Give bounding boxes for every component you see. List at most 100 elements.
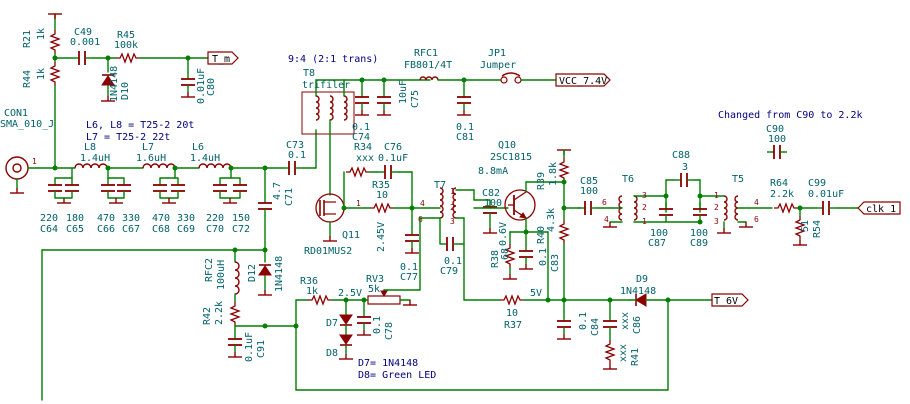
t8-section [281, 77, 431, 196]
c85-capacitor [577, 200, 599, 216]
r42-resistor [230, 301, 240, 327]
bias-network [556, 149, 611, 313]
r44-ref: R44 [22, 70, 33, 88]
d8-led [339, 334, 353, 346]
l8-value: 1.4uH [80, 153, 110, 164]
c91-capacitor [227, 331, 243, 353]
top-left-network [47, 13, 209, 166]
t-m-label: T_m [212, 54, 230, 65]
r39-resistor [559, 157, 569, 183]
l6-value: 1.4uH [190, 153, 220, 164]
c71-ref: C71 [284, 188, 295, 206]
c80-value: 0.01uF [196, 68, 207, 104]
svg-text:2: 2 [642, 203, 647, 212]
q10-ref: Q10 [498, 140, 516, 151]
rv3-potentiometer [367, 295, 401, 305]
r41-resistor [605, 339, 615, 365]
v06-label: 0.6V [498, 222, 509, 246]
bias-reference [293, 217, 669, 391]
r64-resistor [773, 203, 799, 213]
c90-ref: C90 [766, 124, 784, 135]
rfc2-ref: RFC2 [204, 258, 215, 282]
c49-value: 0.001 [70, 37, 100, 48]
t6-t5-section [602, 172, 859, 246]
t-m-port: T_m [207, 51, 239, 65]
q11-stage [315, 164, 441, 254]
drain-feed [41, 167, 297, 401]
d7-ref: D7 [326, 318, 338, 329]
c85-ref: C85 [580, 176, 598, 187]
d8-note: D8= Green LED [358, 370, 436, 381]
rfc1-ref: RFC1 [414, 48, 438, 59]
c71-value: 4.7 [272, 182, 283, 200]
d8-ref: D8 [326, 348, 338, 359]
r64-ref: R64 [770, 178, 788, 189]
c77-value: 0.1 [400, 262, 418, 273]
c88-capacitor [673, 172, 695, 188]
svg-text:4: 4 [604, 215, 609, 224]
c86-ref: C86 [632, 316, 643, 334]
r39-ref: R39 [536, 172, 547, 190]
r45-resistor [115, 53, 141, 63]
c73-value: 0.1 [288, 150, 306, 161]
inductor-note-2: L7 = T25-2 22t [86, 132, 170, 143]
r54-value: 51 [800, 220, 811, 232]
r35-ref: R35 [372, 180, 390, 191]
c85-value: 100 [580, 186, 598, 197]
svg-text:6: 6 [754, 215, 759, 224]
c78-value: 0.1 [372, 316, 383, 334]
r37-value: 10 [506, 308, 518, 319]
q11-ref: Q11 [342, 230, 360, 241]
rv3-ref: RV3 [366, 274, 384, 285]
lpf-shunt-capacitors [47, 164, 268, 204]
rfc2-inductor [234, 261, 240, 295]
c78-ref: C78 [384, 322, 395, 340]
svg-text:1: 1 [642, 217, 647, 226]
q10-stage [473, 181, 565, 301]
t6v-port [711, 293, 749, 307]
svg-text:3: 3 [714, 217, 719, 226]
r41-ref: R41 [630, 348, 641, 366]
d10-ref: D10 [120, 82, 131, 100]
clk-port: clk_1 [857, 201, 901, 215]
svg-text:2: 2 [450, 203, 455, 212]
c76-value: 0.1uF [378, 153, 408, 164]
c68-value: 470 [152, 213, 170, 224]
r45-ref: R45 [117, 30, 135, 41]
c72-value: 150 [232, 213, 250, 224]
v245-label: 2.45V [376, 222, 387, 252]
r44-resistor [50, 61, 60, 87]
r35-resistor [369, 203, 395, 213]
v5-label: 5V [530, 288, 542, 299]
c75-value: 10uF [398, 80, 409, 104]
l8-ref: L8 [84, 142, 96, 153]
r40-resistor [559, 219, 569, 245]
c86-capacitor [602, 313, 618, 335]
l7-ref: L7 [142, 142, 154, 153]
c79-capacitor [439, 236, 461, 252]
c81-capacitor [456, 89, 472, 111]
d9-value: 1N4148 [620, 286, 656, 297]
c83-capacitor [518, 243, 534, 265]
c91-value: 0.1uF [244, 332, 255, 362]
r41-value: xxx [618, 344, 629, 362]
rfc1-inductor [419, 76, 439, 81]
v25-label: 2.5V [338, 288, 362, 299]
c90-value: 100 [768, 134, 786, 145]
r35-value: 10 [376, 190, 388, 201]
c72-ref: C72 [232, 224, 250, 235]
r34-resistor [345, 167, 371, 177]
l8-inductor [74, 163, 108, 169]
c73-ref: C73 [286, 140, 304, 151]
jp1-value: Jumper [480, 60, 516, 71]
r40-ref: R40 [536, 226, 547, 244]
c49-ref: C49 [74, 27, 92, 38]
c65-ref: C65 [66, 224, 84, 235]
rfc2-value: 100uH [216, 260, 227, 290]
t7-ref: T7 [434, 180, 446, 191]
c90-capacitor [766, 144, 788, 160]
svg-text:3: 3 [642, 191, 647, 200]
svg-text:3: 3 [450, 217, 455, 226]
svg-text:1: 1 [32, 157, 37, 166]
rfc1-value: FB801/4T [404, 60, 452, 71]
